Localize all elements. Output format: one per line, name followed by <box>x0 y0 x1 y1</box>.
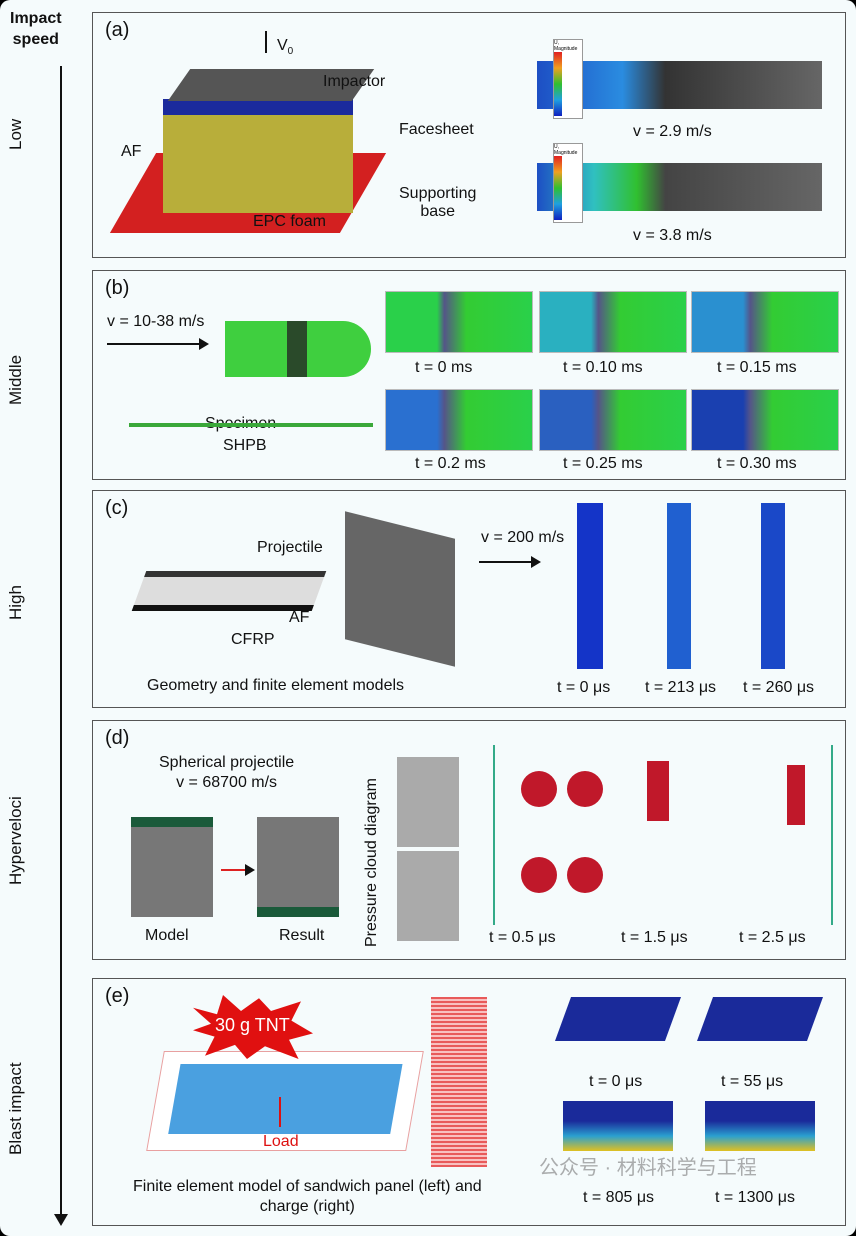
foam-shape <box>163 113 353 213</box>
shpb-bar <box>129 423 373 427</box>
plate-t0 <box>577 503 603 669</box>
charge-mesh <box>431 997 487 1167</box>
pressure-cloud-1 <box>397 757 459 847</box>
level-blast: Blast impact <box>6 1062 25 1155</box>
velocity-label-2: v = 3.8 m/s <box>633 227 712 244</box>
sim-frame-2 <box>539 291 687 353</box>
fe-mesh <box>345 511 455 667</box>
model-label: Model <box>145 927 189 944</box>
debris-sequence <box>493 745 833 925</box>
level-low: Low <box>6 118 25 150</box>
facesheet-label: Facesheet <box>399 121 474 138</box>
sim-frame-3 <box>691 291 839 353</box>
model-foam <box>131 817 213 917</box>
shpb-label: SHPB <box>223 437 267 454</box>
legend-2: U, Magnitude <box>553 143 583 223</box>
tnt-label: 30 g TNT <box>215 1015 290 1035</box>
legend-1: U, Magnitude <box>553 39 583 119</box>
time-label: t = 805 μs <box>583 1189 655 1206</box>
caption: Geometry and finite element models <box>147 677 405 694</box>
projectile-label: Projectile <box>257 539 323 556</box>
velocity-arrow <box>479 556 541 568</box>
panel-t805 <box>563 1101 673 1151</box>
foam-label: EPC foam <box>253 213 326 230</box>
contour-plot-1 <box>537 61 822 109</box>
cfrp-label: CFRP <box>231 631 275 648</box>
time-label: t = 213 μs <box>645 679 717 696</box>
watermark: 公众号 · 材料科学与工程 <box>539 1157 757 1179</box>
af-label: AF <box>289 609 310 626</box>
load-arrow <box>279 1097 281 1127</box>
time-label: t = 1.5 μs <box>621 929 688 946</box>
result-label: Result <box>279 927 325 944</box>
result-foam <box>257 817 339 917</box>
time-label: t = 1300 μs <box>715 1189 795 1206</box>
velocity-arrow <box>107 338 209 350</box>
time-label: t = 260 μs <box>743 679 815 696</box>
time-label: t = 0.2 ms <box>415 455 486 472</box>
time-label: t = 0 μs <box>589 1073 643 1090</box>
axis-arrowhead-icon <box>54 1214 68 1226</box>
pressure-cloud-2 <box>397 851 459 941</box>
time-label: t = 55 μs <box>721 1073 784 1090</box>
time-label: t = 2.5 μs <box>739 929 806 946</box>
time-label: t = 0.10 ms <box>563 359 643 376</box>
velocity-label-1: v = 2.9 m/s <box>633 123 712 140</box>
plate-t213 <box>667 503 691 669</box>
level-high: High <box>6 585 25 620</box>
sim-frame-5 <box>539 389 687 451</box>
time-label: t = 0 μs <box>557 679 611 696</box>
panel-label: (d) <box>105 727 130 749</box>
axis-line <box>60 66 62 1216</box>
sim-frame-6 <box>691 389 839 451</box>
panel-e: (e) 30 g TNT Load Finite element model o… <box>92 978 846 1226</box>
panel-t0 <box>554 997 682 1041</box>
load-label: Load <box>263 1133 299 1150</box>
velocity-label: v = 200 m/s <box>481 529 565 546</box>
sim-frame-1 <box>385 291 533 353</box>
panel-t55 <box>696 997 824 1041</box>
panel-t1300 <box>705 1101 815 1151</box>
time-label: t = 0.5 μs <box>489 929 556 946</box>
specimen-mesh <box>225 321 371 377</box>
level-hyper: Hyperveloci <box>6 796 25 885</box>
contour-plot-2 <box>537 163 822 211</box>
level-middle: Middle <box>6 354 25 405</box>
time-label: t = 0.30 ms <box>717 455 797 472</box>
e-caption: Finite element model of sandwich panel (… <box>133 1178 482 1215</box>
panel-label: (e) <box>105 985 130 1007</box>
velocity-label: v = 10-38 m/s <box>107 313 205 330</box>
panel-b: (b) v = 10-38 m/s Specimen SHPB t = 0 ms… <box>92 270 846 480</box>
v0-label: V0 <box>277 37 294 58</box>
sim-frame-4 <box>385 389 533 451</box>
panel-c: (c) Projectile CFRP AF Geometry and fini… <box>92 490 846 708</box>
pressure-label: Pressure cloud diagram <box>363 778 380 947</box>
time-label: t = 0 ms <box>415 359 473 376</box>
panel-label: (c) <box>105 497 129 519</box>
plate-t260 <box>761 503 785 669</box>
v0-arrow <box>265 31 267 53</box>
af-shape <box>163 99 353 115</box>
time-label: t = 0.25 ms <box>563 455 643 472</box>
panel-label: (a) <box>105 19 130 41</box>
af-label: AF <box>121 143 142 160</box>
panel-label: (b) <box>105 277 130 299</box>
sandwich-plate <box>131 571 327 611</box>
model-arrow <box>221 864 255 876</box>
impactor-label: Impactor <box>323 73 386 90</box>
time-label: t = 0.15 ms <box>717 359 797 376</box>
